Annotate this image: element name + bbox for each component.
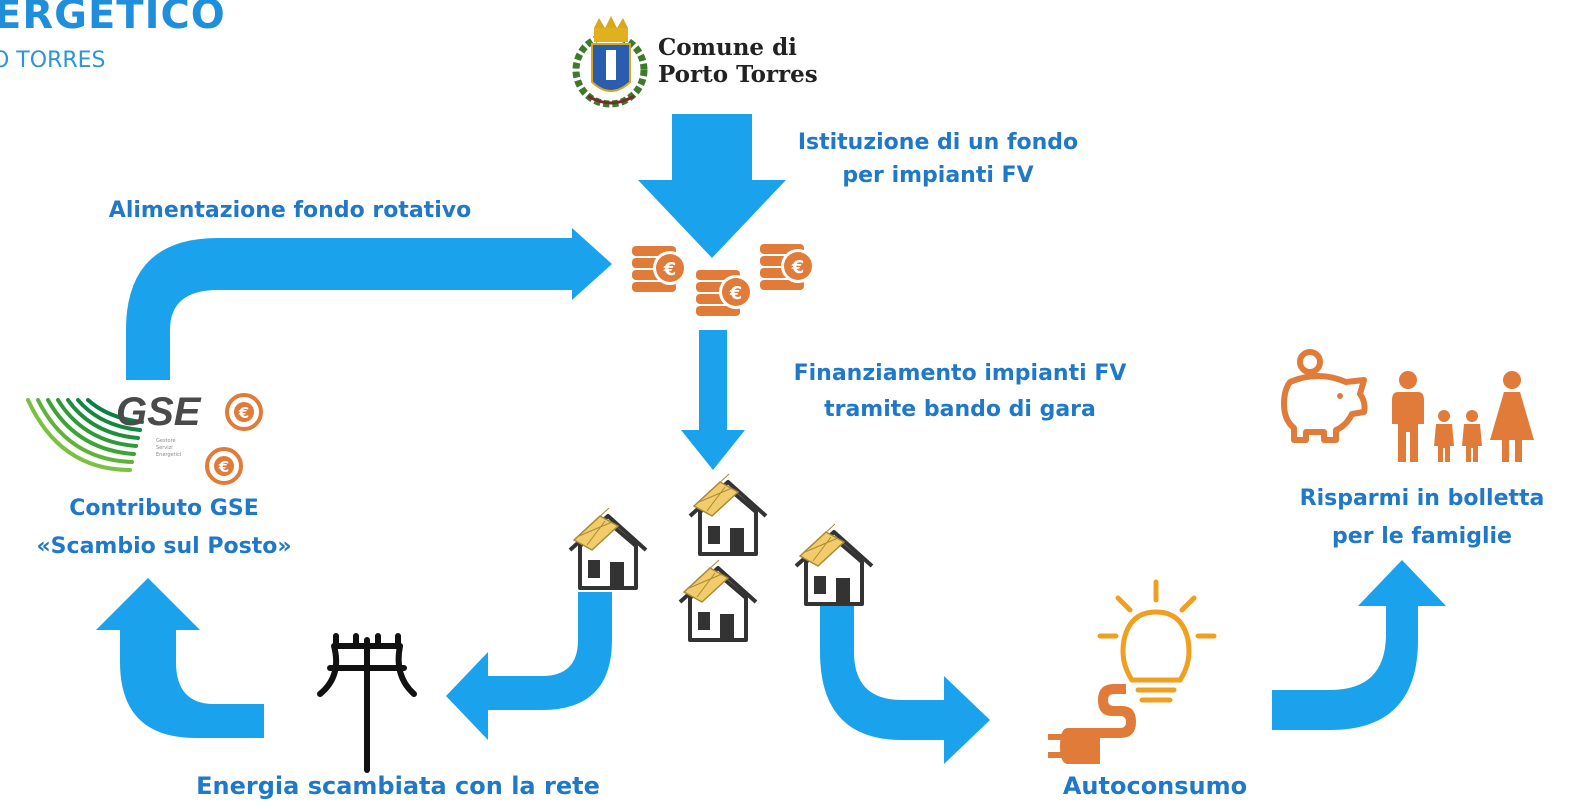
arrow-houses-to-grid <box>446 592 612 740</box>
coins-stack-icon: € <box>632 246 687 292</box>
page-title: ERGETICO <box>0 0 226 38</box>
euro-coin-icon: € <box>205 447 243 485</box>
arrow-autoconsumo-to-risparmi <box>1272 560 1446 730</box>
svg-text:€: € <box>218 458 229 476</box>
arrow-houses-to-autoconsumo <box>820 600 990 764</box>
label-alimentazione: Alimentazione fondo rotativo <box>108 198 472 223</box>
coins-stack-icon: € <box>696 270 753 316</box>
label-risparmi: Risparmi in bolletta per le famiglie <box>1299 486 1545 549</box>
label-energia: Energia scambiata con la rete <box>196 772 600 800</box>
svg-text:€: € <box>663 259 677 280</box>
label-autoconsumo: Autoconsumo <box>1062 772 1248 800</box>
comune-line2: Porto Torres <box>658 61 818 88</box>
coins-stack-icon: € <box>760 244 815 290</box>
euro-coin-icon: € <box>225 393 263 431</box>
svg-text:€: € <box>791 257 805 278</box>
gse-logo-subtext: Gestore Servizi Energetici <box>156 438 182 458</box>
arrow-alimentazione <box>126 228 612 380</box>
label-finanziamento: Finanziamento impianti FV tramite bando … <box>793 361 1127 422</box>
page-subtitle: O TORRES <box>0 48 106 73</box>
label-contributo: Contributo GSE «Scambio sul Posto» <box>36 496 292 559</box>
label-istituzione: Istituzione di un fondo per impianti FV <box>797 130 1079 188</box>
comune-line1: Comune di <box>658 34 797 61</box>
gse-logo-text: GSE <box>116 390 201 434</box>
svg-text:€: € <box>238 404 249 422</box>
svg-text:€: € <box>729 283 743 304</box>
arrow-finanziamento <box>681 330 745 470</box>
arrow-comune-to-fund <box>638 114 786 258</box>
comune-name: Comune di Porto Torres <box>658 34 818 88</box>
arrow-grid-to-gse <box>96 578 264 738</box>
